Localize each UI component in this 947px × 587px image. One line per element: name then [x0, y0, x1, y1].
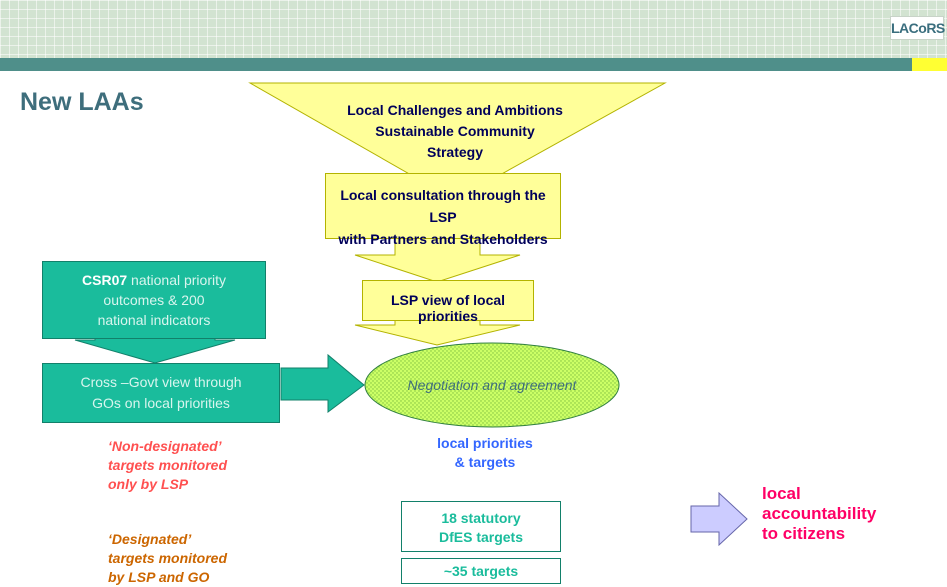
csr07-text-3: national indicators	[97, 312, 211, 328]
csr07-text-1: national priority	[127, 272, 226, 288]
accountability-line-1: local	[762, 484, 801, 503]
negotiation-label: Negotiation and agreement	[407, 377, 577, 393]
local-priorities-line-2: & targets	[454, 454, 516, 470]
csr07-box: CSR07 national priority outcomes & 200 n…	[42, 261, 266, 339]
cross-govt-box: Cross –Govt view through GOs on local pr…	[42, 363, 280, 423]
header-accent-tab	[912, 58, 947, 71]
down-arrow-1	[354, 237, 521, 283]
csr07-label: CSR07	[82, 272, 128, 288]
funnel-line-2: Sustainable Community	[375, 123, 535, 139]
accountability-line-3: to citizens	[762, 524, 846, 543]
lsp-view-label: LSP view of local priorities	[390, 292, 506, 324]
funnel-line-1: Local Challenges and Ambitions	[347, 102, 563, 118]
statutory-targets-cell: 18 statutory DfES targets	[401, 501, 561, 552]
designated-note: ‘Designated’ targets monitored by LSP an…	[108, 530, 227, 587]
page-title: New LAAs	[20, 88, 144, 116]
funnel-triangle	[248, 82, 667, 201]
funnel-line-3: Strategy	[426, 144, 484, 160]
statutory-line-1: 18 statutory	[441, 510, 521, 526]
local-priorities-line-1: local priorities	[437, 435, 533, 451]
cross-govt-line-1: Cross –Govt view through	[80, 374, 242, 390]
accountability-arrow	[690, 491, 748, 547]
non-designated-line-1: ‘Non-designated’	[108, 438, 222, 454]
non-designated-line-3: only by LSP	[108, 476, 189, 492]
accountability-line-2: accountability	[762, 504, 877, 523]
non-designated-note: ‘Non-designated’ targets monitored only …	[108, 437, 227, 494]
consultation-line-1: Local consultation through the LSP	[340, 187, 546, 225]
other-targets-cell: ~35 targets	[401, 558, 561, 584]
consultation-line-2: with Partners and Stakeholders	[338, 231, 548, 247]
lacors-logo: LACoRS	[890, 16, 945, 40]
green-down-arrow	[74, 337, 236, 364]
accountability-note: local accountability to citizens	[762, 484, 876, 544]
header-bar	[0, 58, 912, 71]
non-designated-line-2: targets monitored	[108, 457, 228, 473]
header-banner	[0, 0, 947, 58]
other-targets-label: ~35 targets	[443, 563, 519, 579]
designated-line-3: by LSP and GO	[108, 569, 210, 585]
negotiation-ellipse	[364, 342, 620, 428]
designated-line-1: ‘Designated’	[108, 531, 192, 547]
csr07-text-2: outcomes & 200	[103, 292, 205, 308]
local-priorities-label: local priorities & targets	[400, 434, 570, 472]
consultation-box: Local consultation through the LSP with …	[325, 173, 561, 247]
statutory-line-2: DfES targets	[438, 529, 524, 545]
lsp-view-box: LSP view of local priorities	[362, 280, 534, 324]
designated-line-2: targets monitored	[108, 550, 228, 566]
cross-govt-line-2: GOs on local priorities	[92, 395, 230, 411]
funnel-text: Local Challenges and Ambitions Sustainab…	[300, 100, 610, 163]
green-right-arrow	[280, 353, 365, 413]
